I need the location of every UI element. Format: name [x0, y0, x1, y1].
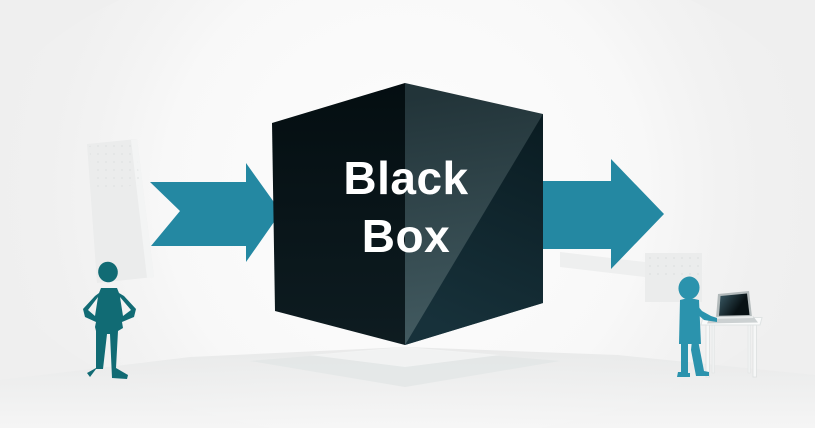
desk-leg-front-left: [705, 324, 710, 378]
laptop-base-highlight: [709, 316, 754, 319]
person-left: [83, 261, 136, 379]
output-arrow: [530, 159, 664, 269]
person-left-body: [83, 288, 136, 379]
person-right-torso: [679, 298, 701, 344]
building-left-dots: [89, 141, 140, 190]
laptop-screen: [719, 293, 750, 316]
floor: [0, 347, 815, 428]
desk-leg-back-left: [711, 324, 715, 374]
box-shadow-diamond: [250, 348, 560, 387]
desk-leg-front-right: [752, 324, 757, 378]
black-box: Black Box: [272, 83, 543, 345]
person-right-leg-right: [691, 340, 709, 376]
person-right-head: [678, 276, 700, 300]
box-shadow-highlight: [310, 347, 500, 367]
laptop: [707, 291, 758, 324]
person-left-head: [98, 261, 118, 283]
building-right-wedge: [560, 252, 645, 277]
desk-leg-back-right: [747, 324, 751, 374]
box-face-right-shade: [405, 114, 543, 345]
person-right-arm: [696, 305, 717, 322]
building-right-dots: [647, 255, 700, 277]
background-buildings: [87, 139, 702, 302]
box-label-line2: Box: [362, 210, 450, 262]
box-face-left: [272, 83, 405, 345]
person-right-leg-left: [677, 340, 690, 377]
person-right: [677, 276, 717, 377]
input-arrow: [150, 163, 281, 262]
box-label-line1: Black: [343, 152, 468, 204]
